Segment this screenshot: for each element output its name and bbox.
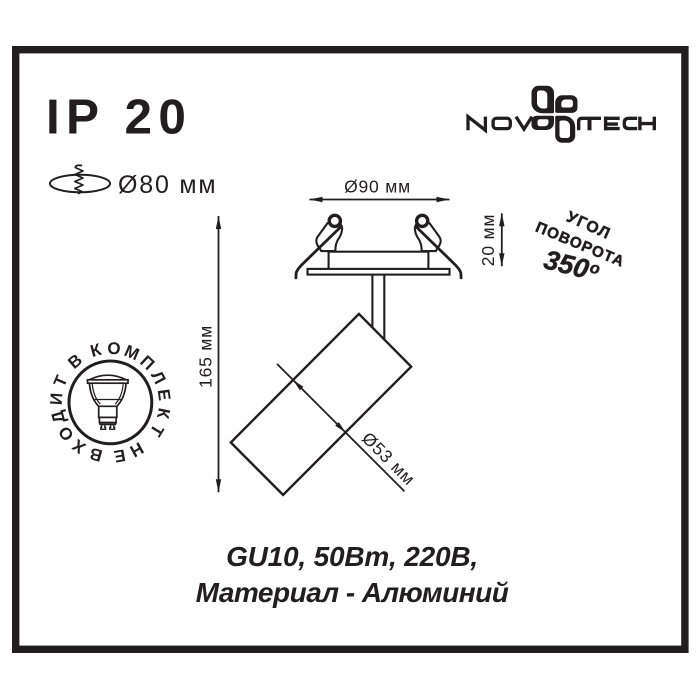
svg-text:Е: Е <box>154 388 174 402</box>
svg-text:В: В <box>88 444 105 466</box>
svg-text:165 мм: 165 мм <box>195 325 215 388</box>
svg-text:Материал - Алюминий: Материал - Алюминий <box>196 577 509 608</box>
svg-text:О: О <box>55 423 78 445</box>
svg-text:П: П <box>136 352 158 374</box>
svg-text:Д: Д <box>48 409 70 426</box>
svg-text:К: К <box>153 406 174 421</box>
svg-text:Е: Е <box>112 445 126 466</box>
svg-text:Ø80 мм: Ø80 мм <box>118 171 217 199</box>
svg-text:20 мм: 20 мм <box>478 214 498 266</box>
svg-text:К: К <box>88 340 104 361</box>
svg-text:Ø90 мм: Ø90 мм <box>344 177 411 197</box>
svg-text:М: М <box>121 341 142 364</box>
svg-text:В: В <box>64 350 86 372</box>
svg-text:о: о <box>588 260 602 279</box>
svg-text:Т: Т <box>146 421 168 440</box>
svg-text:Ø53 мм: Ø53 мм <box>358 428 419 489</box>
svg-text:Л: Л <box>147 368 169 387</box>
svg-text:GU10, 50Bm, 220В,: GU10, 50Bm, 220В, <box>226 541 478 572</box>
svg-text:Н: Н <box>127 438 147 461</box>
svg-text:О: О <box>107 339 121 359</box>
svg-text:И: И <box>47 392 67 405</box>
svg-text:IP 20: IP 20 <box>46 89 192 144</box>
svg-text:Т: Т <box>50 372 72 390</box>
